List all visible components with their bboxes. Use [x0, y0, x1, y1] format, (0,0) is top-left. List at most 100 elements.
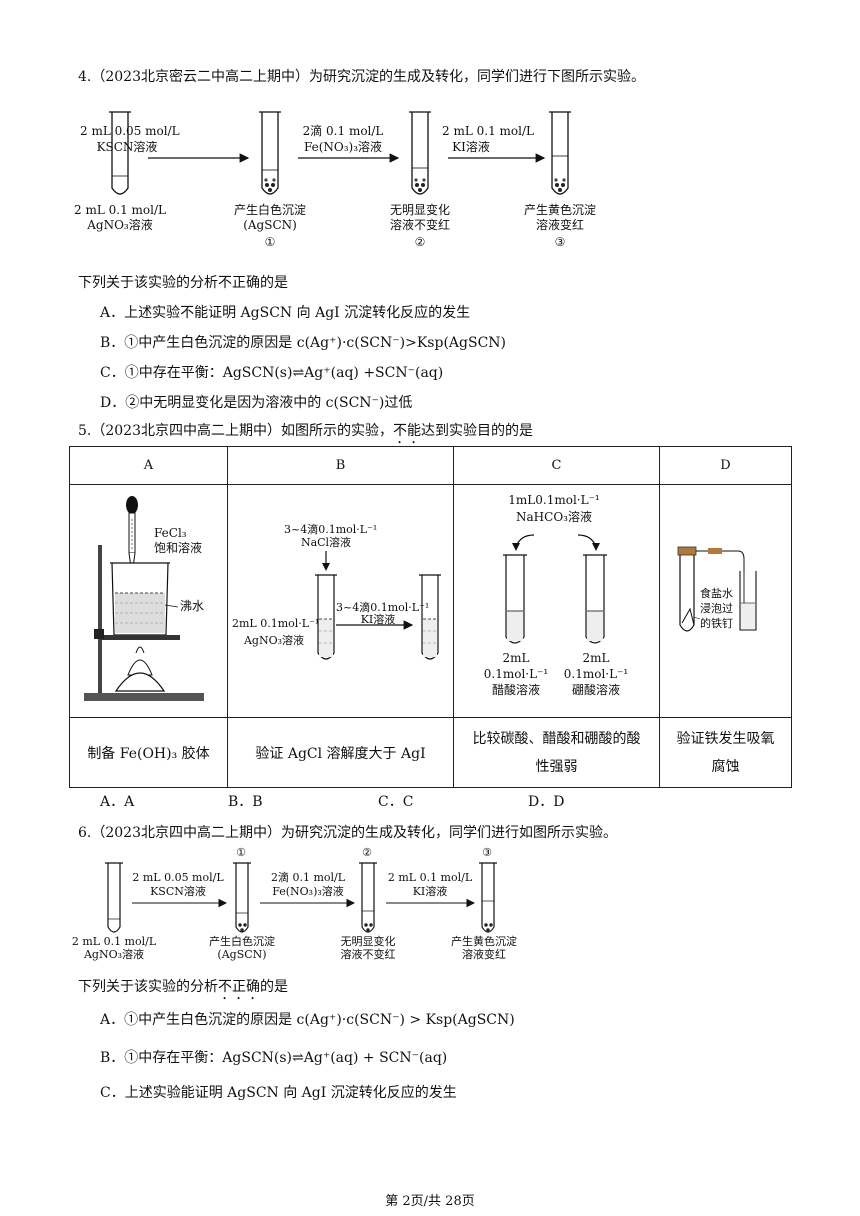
- q5-stem: 5.（2023北京四中高二上期中）如图所示的实验，不能达到实验目的的是: [78, 420, 533, 447]
- q5-stem-pre: 5.（2023北京四中高二上期中）如图所示的实验，: [78, 423, 393, 439]
- q6-question-pre: 下列关于该实验的分析: [78, 979, 218, 995]
- q4-option-c[interactable]: C．①中存在平衡：AgSCN(s)⇌Ag⁺(aq) +SCN⁻(aq): [100, 365, 444, 381]
- q4-arrow2-top: 2滴 0.1 mol/L: [302, 124, 384, 138]
- q4-tube-0: [109, 111, 131, 195]
- q6-option-c[interactable]: C．上述实验能证明 AgSCN 向 AgI 沉淀转化反应的发生: [100, 1085, 457, 1101]
- q5-stem-emph: 不能: [393, 423, 421, 439]
- q6-tube0-label2: AgNO₃溶液: [83, 948, 145, 961]
- q6-arrow1-bot: KSCN溶液: [150, 885, 206, 898]
- q5-choice-c[interactable]: C．C: [378, 794, 414, 810]
- q4-tube-1: [259, 111, 281, 195]
- q5-cell-b-figure: 3~4滴0.1mol·L⁻¹ NaCl溶液 3~4滴0.1mol·L⁻¹ KI溶…: [227, 484, 454, 718]
- q5-d-label-3: 的铁钉: [700, 617, 733, 630]
- q4-tube2-label2: 溶液不变红: [389, 218, 450, 232]
- q4-tube2-label1: 无明显变化: [389, 203, 450, 217]
- q6-tube0-label1: 2 mL 0.1 mol/L: [71, 935, 157, 948]
- q5-stem-post: 达到实验目的的是: [421, 423, 533, 439]
- q5-purpose-c-line1: 比较碳酸、醋酸和硼酸的酸: [472, 730, 641, 747]
- q6-tube-0: [105, 862, 123, 933]
- q5-choice-a[interactable]: A．A: [100, 794, 135, 810]
- q5-a-label-fecl3: FeCl₃: [154, 526, 187, 540]
- q5-purpose-d-line2: 腐蚀: [711, 758, 740, 775]
- q6-arrow1-top: 2 mL 0.05 mol/L: [132, 871, 224, 884]
- q5-choice-d[interactable]: D．D: [528, 794, 565, 810]
- q5-c-top-1: 1mL0.1mol·L⁻¹: [508, 493, 600, 507]
- page-footer: 第 2页/共 28页: [385, 1194, 475, 1209]
- q4-arrow3-bot: KI溶液: [452, 140, 490, 154]
- q6-tube-3: [479, 862, 497, 933]
- q5-b-left-1: 2mL 0.1mol·L⁻¹: [232, 617, 320, 630]
- q5-header-c: C: [453, 446, 660, 485]
- q6-question-emph: 不正确: [218, 979, 260, 995]
- q4-tube3-label1: 产生黄色沉淀: [523, 203, 596, 217]
- q4-tube-3: [549, 111, 571, 195]
- q5-a-label-saturated: 饱和溶液: [154, 541, 203, 555]
- q5-purpose-a: 制备 Fe(OH)₃ 胶体: [69, 717, 228, 788]
- q5-b-arrow-2: KI溶液: [360, 613, 396, 626]
- q4-option-d[interactable]: D．②中无明显变化是因为溶液中的 c(SCN⁻)过低: [100, 395, 413, 411]
- q4-experiment-diagram: [109, 111, 571, 195]
- q4-arrow3-top: 2 mL 0.1 mol/L: [442, 124, 534, 138]
- q4-stem: 4.（2023北京密云二中高二上期中）为研究沉淀的生成及转化，同学们进行下图所示…: [78, 69, 645, 85]
- q4-tube0-label1: 2 mL 0.1 mol/L: [74, 203, 166, 217]
- q5-c-left-3: 醋酸溶液: [491, 683, 540, 697]
- q6-tube-2: [359, 862, 377, 933]
- q5-purpose-c-line2: 性强弱: [535, 758, 578, 775]
- q5-c-right-2: 0.1mol·L⁻¹: [563, 667, 629, 681]
- q4-question: 下列关于该实验的分析不正确的是: [78, 275, 288, 291]
- q5-table: A B C D: [69, 446, 792, 788]
- q4-arrow1-bot: KSCN溶液: [96, 140, 158, 154]
- q5-c-top-2: NaHCO₃溶液: [516, 510, 592, 524]
- q6-tube3-label1: 产生黄色沉淀: [451, 935, 517, 948]
- q5-b-top-2: NaCl溶液: [300, 536, 352, 549]
- q5-cell-c-figure: 1mL0.1mol·L⁻¹ NaHCO₃溶液 2mL 0.1mol·L⁻¹ 醋酸…: [453, 484, 660, 718]
- q4-tube-2: [409, 111, 431, 195]
- q6-stem: 6.（2023北京四中高二上期中）为研究沉淀的生成及转化，同学们进行如图所示实验…: [78, 825, 617, 841]
- q6-tube-1: [233, 862, 251, 933]
- q4-option-b[interactable]: B．①中产生白色沉淀的原因是 c(Ag⁺)·c(SCN⁻)>Ksp(AgSCN): [100, 335, 507, 351]
- q6-tube1-label1: 产生白色沉淀: [209, 935, 275, 948]
- q6-tube2-label2: 溶液不变红: [340, 948, 396, 961]
- q6-arrow2-bot: Fe(NO₃)₃溶液: [272, 885, 344, 898]
- q6-arrow3-top: 2 mL 0.1 mol/L: [387, 871, 473, 884]
- q5-b-left-2: AgNO₃溶液: [243, 634, 305, 647]
- q6-experiment-diagram: [105, 862, 497, 933]
- q5-apparatus-b: [315, 551, 441, 660]
- q5-c-left-1: 2mL: [502, 651, 530, 665]
- q5-b-arrow-1: 3~4滴0.1mol·L⁻¹: [336, 601, 430, 614]
- q6-question: 下列关于该实验的分析不正确的是: [78, 976, 288, 1003]
- q6-num-2: ②: [362, 846, 372, 859]
- q5-purpose-c: 比较碳酸、醋酸和硼酸的酸 性强弱: [453, 717, 660, 788]
- q5-header-b: B: [227, 446, 454, 485]
- q5-a-label-water: 沸水: [180, 599, 205, 613]
- q4-option-a[interactable]: A．上述实验不能证明 AgSCN 向 AgI 沉淀转化反应的发生: [100, 305, 471, 321]
- q5-apparatus-a: [84, 496, 204, 701]
- q5-choice-b[interactable]: B．B: [228, 794, 263, 810]
- q5-header-a: A: [69, 446, 228, 485]
- q5-purpose-d-line1: 验证铁发生吸氧: [676, 730, 775, 747]
- q6-tube1-label2: (AgSCN): [217, 948, 267, 961]
- q4-tube3-label2: 溶液变红: [535, 218, 584, 232]
- q6-tube3-label2: 溶液变红: [462, 948, 506, 961]
- q6-arrow3-bot: KI溶液: [412, 885, 448, 898]
- q6-num-1: ①: [236, 846, 246, 859]
- q6-arrow2-top: 2滴 0.1 mol/L: [270, 871, 346, 884]
- q4-arrow1-top: 2 mL 0.05 mol/L: [80, 124, 180, 138]
- q5-b-top-1: 3~4滴0.1mol·L⁻¹: [284, 523, 378, 536]
- q5-d-label-2: 浸泡过: [700, 602, 733, 615]
- q6-option-b[interactable]: B．①中存在平衡：AgSCN(s)⇌Ag⁺(aq) + SCN⁻(aq): [100, 1050, 448, 1066]
- q4-tube0-label2: AgNO₃溶液: [87, 218, 153, 232]
- q5-c-right-3: 硼酸溶液: [571, 683, 620, 697]
- q5-cell-a-figure: FeCl₃ 饱和溶液 沸水: [69, 484, 228, 718]
- q5-cell-d-figure: 食盐水 浸泡过 的铁钉: [659, 484, 792, 718]
- q5-purpose-b: 验证 AgCl 溶解度大于 AgI: [227, 717, 454, 788]
- q4-tube1-label2: (AgSCN): [243, 218, 297, 232]
- q5-header-d: D: [659, 446, 792, 485]
- q5-c-right-1: 2mL: [582, 651, 610, 665]
- q5-c-left-2: 0.1mol·L⁻¹: [483, 667, 549, 681]
- q4-arrow2-bot: Fe(NO₃)₃溶液: [303, 140, 383, 154]
- q6-num-3: ③: [482, 846, 492, 859]
- q6-option-a[interactable]: A．①中产生白色沉淀的原因是 c(Ag⁺)·c(SCN⁻) > Ksp(AgSC…: [100, 1012, 515, 1028]
- q6-question-post: 的是: [260, 979, 288, 995]
- q5-purpose-d: 验证铁发生吸氧 腐蚀: [659, 717, 792, 788]
